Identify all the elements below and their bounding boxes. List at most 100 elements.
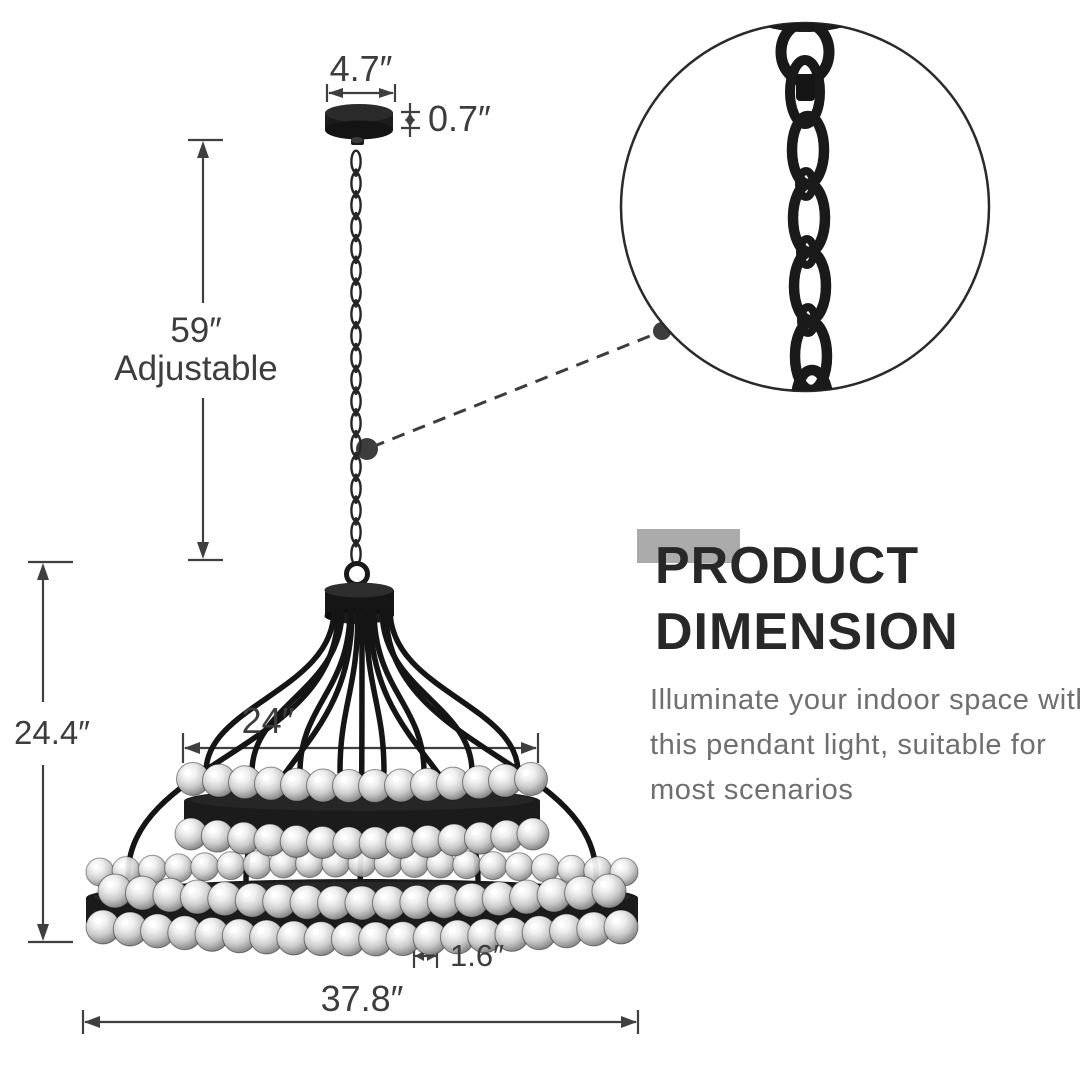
ball-highlight bbox=[408, 892, 415, 900]
ceiling-canopy bbox=[325, 104, 393, 145]
ball-row bbox=[176, 762, 548, 803]
ball-highlight bbox=[490, 888, 498, 896]
dim-fixture-height bbox=[28, 560, 73, 944]
ball-highlight bbox=[261, 830, 269, 838]
ball-highlight bbox=[394, 928, 401, 936]
ball-highlight bbox=[572, 883, 580, 891]
ball-highlight bbox=[287, 832, 295, 839]
glass-ball bbox=[516, 817, 550, 851]
ball-highlight bbox=[530, 922, 538, 930]
hanging-loop bbox=[344, 561, 370, 587]
ball-highlight bbox=[511, 858, 518, 865]
ball-highlight bbox=[498, 826, 505, 834]
ball-highlight bbox=[161, 885, 168, 893]
ball-highlight bbox=[314, 833, 321, 840]
ball-highlight bbox=[94, 917, 101, 924]
ball-highlight bbox=[445, 830, 453, 838]
ball-highlight bbox=[236, 772, 244, 780]
glass-ball bbox=[591, 873, 627, 909]
label-fixture-height: 24.4″ bbox=[14, 714, 90, 751]
ball-highlight bbox=[459, 856, 466, 863]
ball-highlight bbox=[538, 859, 544, 866]
ball-highlight bbox=[145, 861, 151, 867]
ball-highlight bbox=[616, 863, 623, 870]
hanging-chain bbox=[350, 149, 362, 566]
ball-highlight bbox=[121, 919, 129, 926]
ball-highlight bbox=[522, 769, 530, 777]
glass-ball bbox=[504, 852, 534, 882]
label-chain-length: 59″ bbox=[170, 311, 222, 350]
glass-ball bbox=[478, 851, 508, 881]
ball-highlight bbox=[92, 863, 99, 870]
ball-highlight bbox=[223, 857, 230, 864]
glass-ball bbox=[514, 762, 548, 796]
ball-highlight bbox=[243, 890, 251, 898]
ball-highlight bbox=[366, 776, 374, 783]
ball-highlight bbox=[462, 890, 470, 898]
ball-highlight bbox=[314, 775, 322, 783]
ball-highlight bbox=[340, 776, 348, 783]
ball-highlight bbox=[393, 833, 400, 840]
ball-highlight bbox=[524, 824, 532, 832]
ball-highlight bbox=[448, 927, 456, 934]
ball-highlight bbox=[302, 855, 308, 861]
ball-highlight bbox=[270, 891, 278, 899]
ball-highlight bbox=[503, 924, 510, 932]
ball-highlight bbox=[230, 925, 238, 933]
description-line2: this pendant light, suitable for bbox=[650, 729, 1047, 761]
label-chain-note: Adjustable bbox=[114, 349, 278, 388]
ball-row bbox=[85, 909, 639, 957]
ball-highlight bbox=[517, 887, 525, 894]
ball-highlight bbox=[366, 929, 374, 936]
ball-highlight bbox=[545, 885, 553, 893]
ball-highlight bbox=[312, 928, 320, 936]
ball-highlight bbox=[485, 857, 492, 864]
ball-highlight bbox=[197, 858, 204, 865]
ball-highlight bbox=[472, 828, 479, 836]
dim-canopy-width bbox=[325, 84, 397, 102]
page-title-line2: DIMENSION bbox=[655, 603, 959, 661]
ball-highlight bbox=[298, 892, 306, 900]
ball-highlight bbox=[182, 824, 190, 832]
label-ball-diameter: 1.6″ bbox=[450, 938, 505, 973]
label-overall-width: 37.8″ bbox=[320, 978, 404, 1019]
heading-accent-bar bbox=[637, 529, 740, 563]
ball-highlight bbox=[285, 928, 292, 935]
ball-highlight bbox=[612, 917, 619, 924]
ball-highlight bbox=[208, 826, 216, 834]
chandelier bbox=[85, 561, 639, 957]
ball-highlight bbox=[435, 891, 443, 899]
ball-highlight bbox=[171, 859, 177, 866]
ball-highlight bbox=[203, 924, 211, 932]
ball-highlight bbox=[470, 772, 478, 780]
page-title-line1: PRODUCT bbox=[655, 537, 920, 595]
ball-highlight bbox=[340, 833, 347, 841]
label-canopy-width: 4.7″ bbox=[329, 48, 393, 89]
ball-highlight bbox=[188, 887, 196, 894]
ball-highlight bbox=[257, 927, 265, 934]
ball-highlight bbox=[339, 929, 347, 936]
ball-highlight bbox=[366, 833, 374, 841]
ball-highlight bbox=[133, 883, 141, 891]
description-line1: Illuminate your indoor space with bbox=[650, 684, 1080, 716]
ball-highlight bbox=[148, 921, 156, 928]
glass-ball-rows bbox=[85, 762, 639, 957]
dim-overall-width bbox=[81, 1010, 640, 1034]
ball-highlight bbox=[353, 893, 360, 900]
ball-highlight bbox=[210, 771, 218, 778]
ball-highlight bbox=[564, 861, 570, 867]
ball-highlight bbox=[276, 855, 282, 862]
ball-highlight bbox=[380, 892, 388, 900]
ball-highlight bbox=[262, 774, 270, 781]
ball-highlight bbox=[288, 775, 296, 782]
glass-ball bbox=[216, 851, 246, 881]
glass-ball bbox=[603, 909, 639, 945]
ball-highlight bbox=[444, 774, 452, 781]
ball-highlight bbox=[215, 888, 223, 896]
ball-row bbox=[97, 873, 627, 921]
ball-highlight bbox=[418, 775, 426, 782]
pointer-dashed-line bbox=[356, 322, 671, 460]
ball-highlight bbox=[590, 862, 597, 869]
ball-highlight bbox=[175, 922, 183, 930]
